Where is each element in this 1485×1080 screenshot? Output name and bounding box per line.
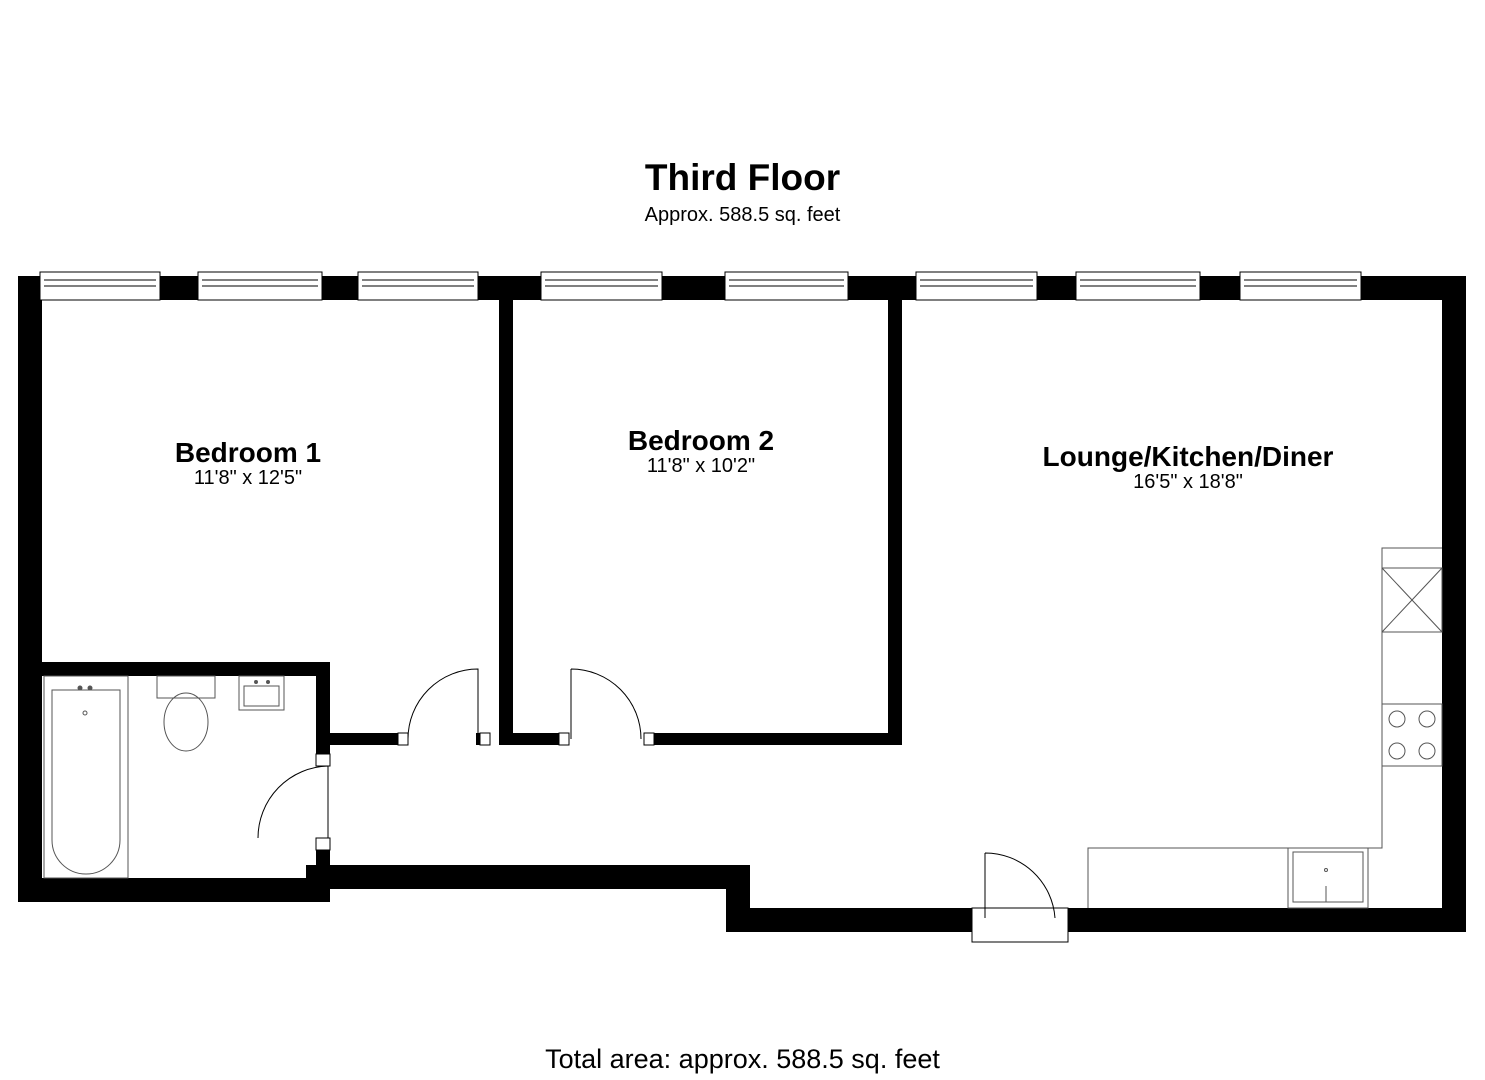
- door-jambs: [315, 732, 1069, 943]
- appliance-box: [1381, 567, 1443, 633]
- toilet-cistern: [156, 675, 216, 699]
- room-dimensions: 11'8" x 10'2": [646, 455, 756, 477]
- bathroom-fixtures: [43, 675, 285, 879]
- bedroom1-door: [407, 668, 479, 740]
- door-swings: [257, 668, 1056, 919]
- hob: [1381, 703, 1443, 767]
- bedroom2-door: [570, 668, 642, 740]
- windows: [39, 271, 1362, 301]
- basin: [238, 675, 285, 711]
- kitchen-fixtures: [1087, 547, 1443, 909]
- floor-area: Approx. 588.5 sq. feet: [644, 204, 841, 226]
- entrance-door: [984, 852, 1056, 919]
- total-area: Total area: approx. 588.5 sq. feet: [545, 1044, 940, 1074]
- bathroom-door: [257, 765, 329, 839]
- room-dimensions: 16'5" x 18'8": [1133, 471, 1243, 493]
- bath-tub: [43, 675, 129, 879]
- room-label-lounge: Lounge/Kitchen/Diner 16'5" x 18'8": [988, 441, 1388, 493]
- room-label-bedroom-2: Bedroom 2 11'8" x 10'2": [501, 425, 901, 477]
- floor-title: Third Floor: [644, 157, 841, 198]
- interior-walls: [40, 298, 902, 890]
- sink: [1287, 847, 1369, 909]
- exterior-walls: [18, 276, 1466, 932]
- toilet-bowl: [163, 692, 209, 752]
- room-dimensions: 11'8" x 12'5": [193, 467, 303, 489]
- kitchen-worktop: [1087, 547, 1442, 908]
- room-label-bedroom-1: Bedroom 1 11'8" x 12'5": [48, 437, 448, 489]
- room-name: Bedroom 2: [627, 425, 775, 456]
- room-name: Lounge/Kitchen/Diner: [1042, 441, 1334, 472]
- room-name: Bedroom 1: [174, 437, 322, 468]
